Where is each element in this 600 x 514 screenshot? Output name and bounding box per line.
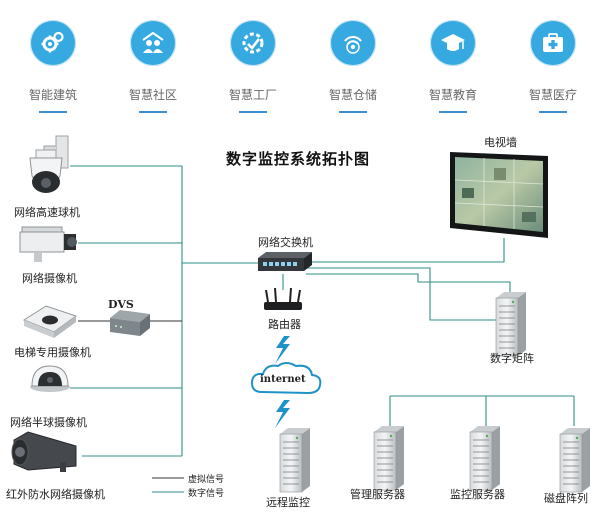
digital-signal-lines bbox=[70, 165, 575, 457]
label-underline bbox=[239, 111, 267, 113]
video-wall-tv-icon[interactable] bbox=[450, 152, 548, 238]
management-server-icon[interactable] bbox=[373, 425, 405, 491]
half-dome-camera-label: 网络半球摄像机 bbox=[10, 416, 87, 429]
solution-item-storage[interactable]: 智慧仓储 bbox=[308, 20, 398, 113]
solution-item-medical[interactable]: 智慧医疗 bbox=[508, 20, 598, 113]
video-wall-label: 电视墙 bbox=[484, 136, 517, 149]
legend-digital-label: 数字信号 bbox=[188, 489, 225, 499]
router-icon[interactable] bbox=[264, 287, 302, 310]
box-camera-label: 网络摄像机 bbox=[22, 272, 77, 285]
switch-label: 网络交换机 bbox=[258, 236, 313, 249]
solution-label: 智慧医疗 bbox=[528, 88, 577, 102]
medical-kit-icon bbox=[530, 20, 576, 66]
matrix-label: 数字矩阵 bbox=[490, 352, 534, 365]
solution-item-education[interactable]: 智慧教育 bbox=[408, 20, 498, 113]
solution-label: 智慧仓储 bbox=[328, 88, 377, 102]
monitoring-server-label: 监控服务器 bbox=[450, 488, 505, 501]
solution-label: 智慧教育 bbox=[428, 88, 477, 102]
community-people-icon bbox=[130, 20, 176, 66]
label-underline bbox=[139, 111, 167, 113]
router-label: 路由器 bbox=[268, 318, 301, 331]
label-underline bbox=[339, 111, 367, 113]
solution-item-building[interactable]: 智能建筑 bbox=[8, 20, 98, 113]
internet-cloud-icon[interactable] bbox=[250, 362, 322, 395]
disk-array-label: 磁盘阵列 bbox=[544, 492, 588, 505]
half-dome-camera-icon[interactable] bbox=[30, 365, 70, 392]
ir-bullet-camera-label: 红外防水网络摄像机 bbox=[6, 488, 105, 501]
elevator-camera-label: 电梯专用摄像机 bbox=[14, 346, 91, 359]
disk-array-server-icon[interactable] bbox=[559, 427, 591, 493]
ir-bullet-camera-icon[interactable] bbox=[11, 431, 77, 472]
speed-dome-camera-icon[interactable] bbox=[29, 135, 69, 193]
dvs-encoder-icon[interactable] bbox=[110, 310, 150, 336]
solution-item-factory[interactable]: 智慧工厂 bbox=[208, 20, 298, 113]
diagram-title: 数字监控系统拓扑图 bbox=[226, 150, 371, 168]
speed-dome-label: 网络高速球机 bbox=[14, 206, 80, 219]
solution-bar: 智能建筑 智慧社区 智慧工厂 bbox=[0, 0, 600, 124]
remote-monitoring-label: 远程监控 bbox=[266, 496, 310, 509]
solution-label: 智慧工厂 bbox=[228, 88, 277, 102]
label-underline bbox=[439, 111, 467, 113]
management-server-label: 管理服务器 bbox=[350, 488, 405, 501]
digital-matrix-server-icon[interactable] bbox=[495, 291, 527, 357]
remote-monitoring-server-icon[interactable] bbox=[279, 427, 311, 493]
wireless-storage-icon bbox=[330, 20, 376, 66]
label-underline bbox=[539, 111, 567, 113]
box-camera-icon[interactable] bbox=[19, 226, 77, 262]
network-switch-icon[interactable] bbox=[258, 252, 312, 271]
legend bbox=[152, 477, 184, 493]
lightning-icon bbox=[275, 336, 290, 364]
legend-analog-label: 虚拟信号 bbox=[188, 475, 225, 485]
solution-label: 智能建筑 bbox=[28, 88, 77, 102]
gears-icon bbox=[30, 20, 76, 66]
internet-label: internet bbox=[260, 374, 306, 385]
lightning-icon bbox=[275, 400, 290, 428]
elevator-camera-icon[interactable] bbox=[22, 305, 78, 338]
graduation-cap-icon bbox=[430, 20, 476, 66]
label-underline bbox=[39, 111, 67, 113]
factory-gear-icon bbox=[230, 20, 276, 66]
solution-item-community[interactable]: 智慧社区 bbox=[108, 20, 198, 113]
monitoring-server-icon[interactable] bbox=[469, 425, 501, 491]
dvs-label: DVS bbox=[108, 298, 134, 311]
solution-label: 智慧社区 bbox=[128, 88, 177, 102]
